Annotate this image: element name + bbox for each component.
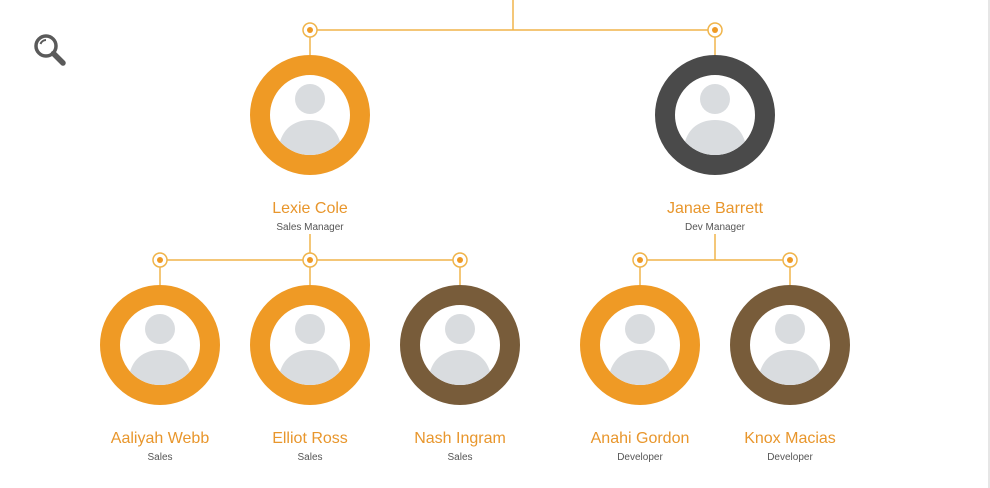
org-node-employee[interactable]: Elliot Ross Sales: [220, 285, 400, 464]
employee-role: Sales: [297, 452, 323, 463]
employee-role: Sales Manager: [276, 222, 344, 233]
person-placeholder-icon: [428, 314, 492, 385]
avatar[interactable]: [655, 55, 775, 175]
avatar[interactable]: [100, 285, 220, 405]
employee-name[interactable]: Knox Macias: [744, 430, 836, 447]
org-node-employee[interactable]: Aaliyah Webb Sales: [70, 285, 250, 464]
magnifier-icon: [34, 34, 66, 66]
person-placeholder-icon: [758, 314, 822, 385]
avatar[interactable]: [580, 285, 700, 405]
person-placeholder-icon: [278, 84, 342, 155]
scrollbar[interactable]: [988, 0, 990, 488]
employee-name[interactable]: Janae Barrett: [666, 200, 764, 217]
person-placeholder-icon: [683, 84, 747, 155]
employee-name[interactable]: Lexie Cole: [272, 200, 348, 217]
employee-role: Developer: [617, 452, 663, 463]
employee-name[interactable]: Anahi Gordon: [590, 430, 690, 447]
org-node-manager[interactable]: Janae Barrett Dev Manager: [625, 55, 805, 234]
zoom-button[interactable]: [30, 32, 70, 72]
avatar[interactable]: [400, 285, 520, 405]
avatar[interactable]: [250, 55, 370, 175]
employee-name[interactable]: Elliot Ross: [272, 430, 348, 447]
employee-role: Dev Manager: [684, 222, 746, 233]
org-node-employee[interactable]: Anahi Gordon Developer: [550, 285, 730, 464]
avatar[interactable]: [250, 285, 370, 405]
person-placeholder-icon: [278, 314, 342, 385]
employee-role: Sales: [147, 452, 173, 463]
avatar[interactable]: [730, 285, 850, 405]
employee-name[interactable]: Aaliyah Webb: [110, 430, 210, 447]
person-placeholder-icon: [128, 314, 192, 385]
person-placeholder-icon: [608, 314, 672, 385]
employee-role: Developer: [767, 452, 813, 463]
employee-name[interactable]: Nash Ingram: [414, 430, 506, 447]
org-node-employee[interactable]: Nash Ingram Sales: [370, 285, 550, 464]
org-node-employee[interactable]: Knox Macias Developer: [700, 285, 880, 464]
org-node-manager[interactable]: Lexie Cole Sales Manager: [220, 55, 400, 234]
employee-role: Sales: [447, 452, 473, 463]
